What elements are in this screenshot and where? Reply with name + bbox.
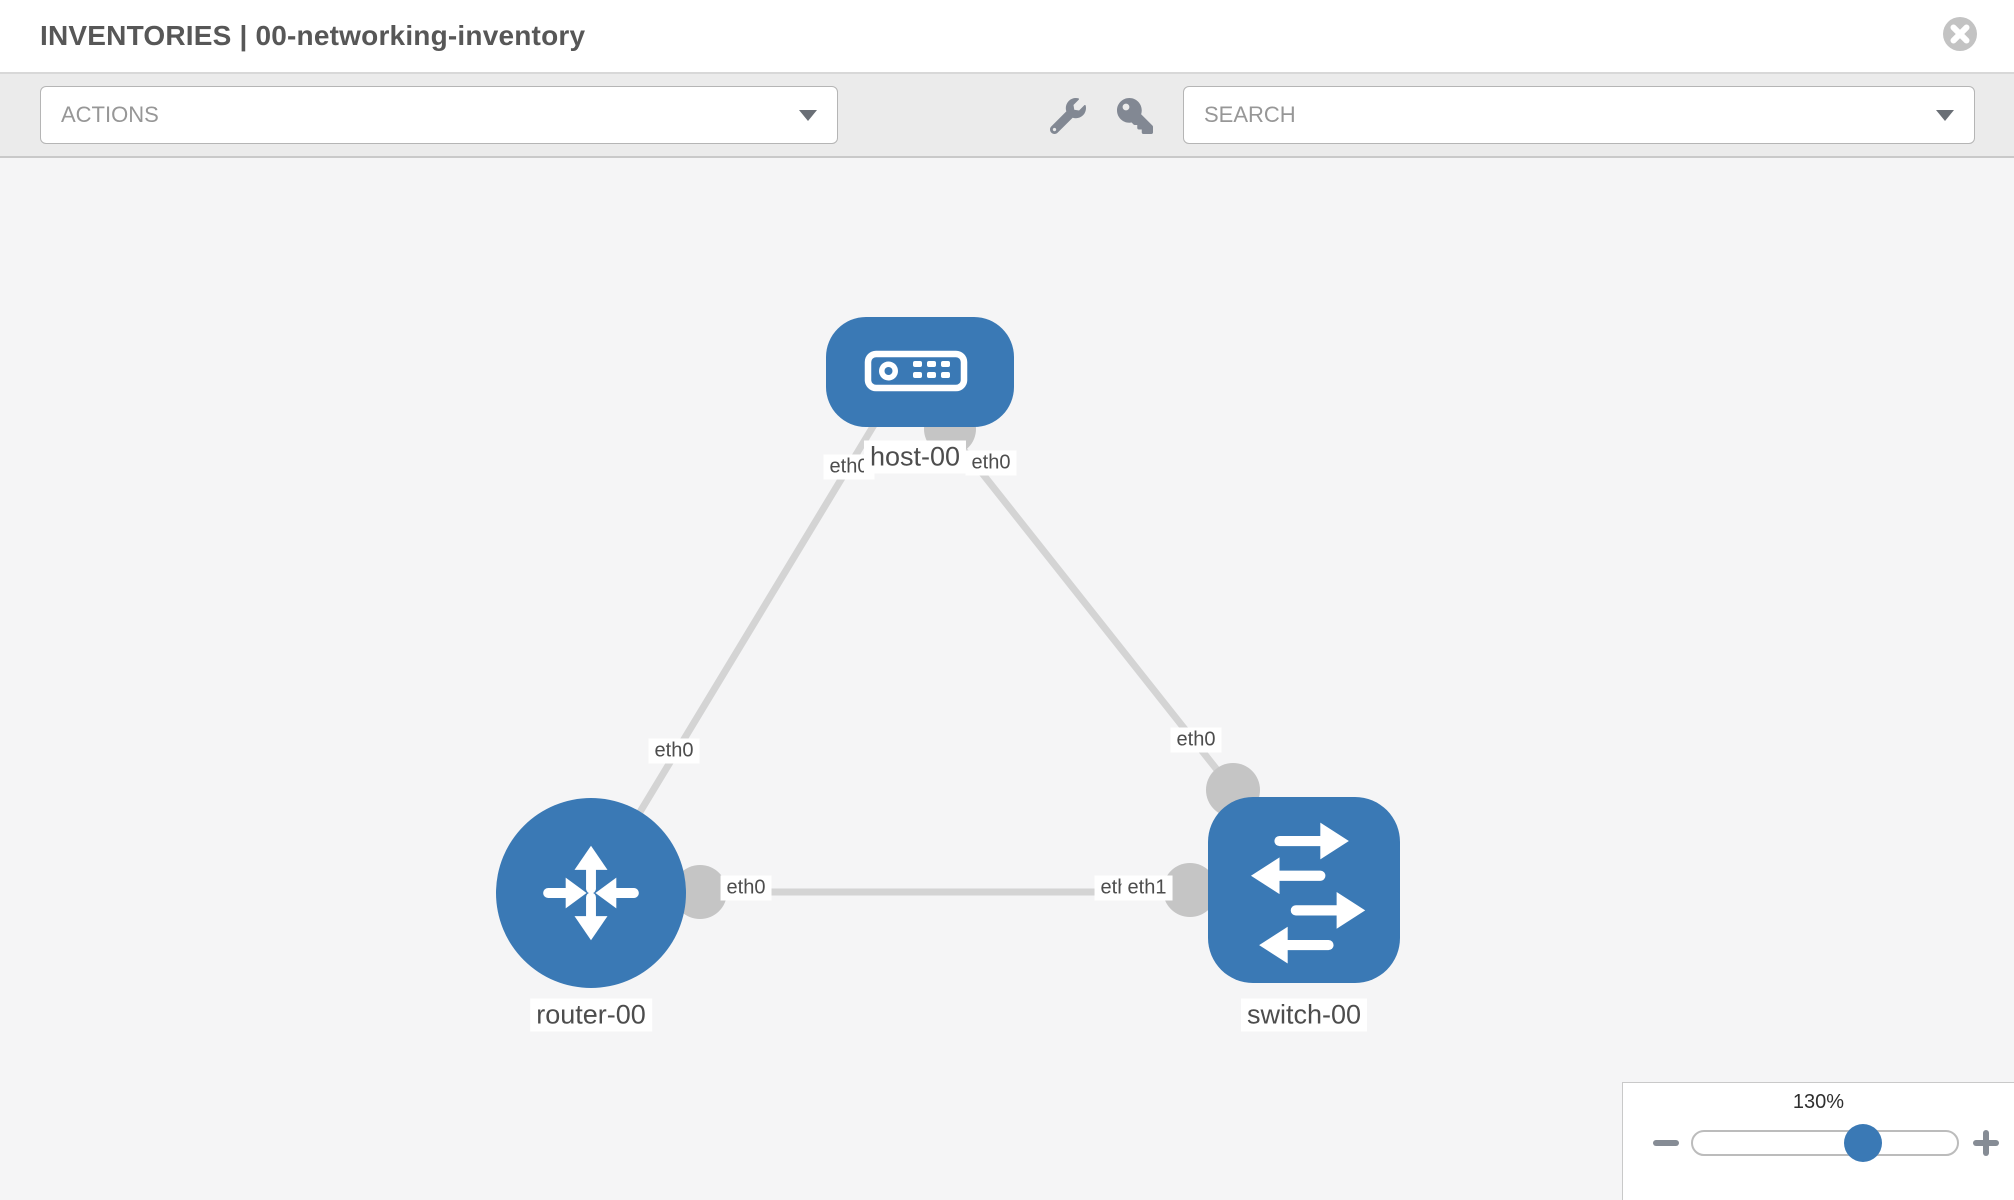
- topology-graph: [496, 317, 1400, 988]
- interface-label-router-right: eth0: [720, 875, 772, 901]
- switch-node-label[interactable]: switch-00: [1240, 998, 1368, 1032]
- router-node[interactable]: [496, 798, 686, 988]
- interface-label-switch-left: eth1: [1121, 875, 1173, 901]
- switch-arrows-icon: [1250, 822, 1366, 964]
- search-dropdown[interactable]: SEARCH: [1183, 86, 1975, 144]
- header: INVENTORIES | 00-networking-inventory: [0, 0, 2014, 74]
- actions-dropdown[interactable]: ACTIONS: [40, 86, 838, 144]
- zoom-out-button[interactable]: [1652, 1127, 1680, 1157]
- zoom-in-button[interactable]: [1972, 1127, 2000, 1157]
- interface-label-switch-top: eth0: [1170, 727, 1222, 753]
- host-icon: [864, 350, 968, 392]
- plus-icon-vbar: [1983, 1130, 1989, 1156]
- actions-dropdown-label: ACTIONS: [61, 102, 159, 127]
- minus-icon: [1653, 1140, 1679, 1146]
- interface-connector[interactable]: [1163, 863, 1217, 917]
- toolbar: ACTIONS SEARCH: [0, 74, 2014, 158]
- zoom-slider-thumb[interactable]: [1844, 1124, 1882, 1162]
- topology-canvas[interactable]: host-00 router-00 switch-00 eth0 eth0 et…: [0, 158, 2014, 1200]
- interface-label-host-right: eth0: [965, 450, 1017, 476]
- zoom-slider-track[interactable]: [1691, 1130, 1959, 1156]
- interface-connector[interactable]: [673, 865, 727, 919]
- search-dropdown-label: SEARCH: [1204, 102, 1296, 127]
- router-node-label[interactable]: router-00: [530, 998, 652, 1032]
- router-arrows-icon: [543, 845, 639, 941]
- key-button[interactable]: [1117, 98, 1153, 134]
- interface-label-router-top: eth0: [648, 738, 700, 764]
- chevron-down-icon: [1936, 109, 1954, 121]
- host-node-label[interactable]: host-00: [863, 440, 967, 474]
- zoom-panel: 130%: [1622, 1082, 2014, 1200]
- zoom-level-text: 130%: [1792, 1091, 1845, 1113]
- key-icon: [1117, 98, 1153, 134]
- host-node[interactable]: [826, 317, 1014, 427]
- page-title: INVENTORIES | 00-networking-inventory: [40, 20, 586, 51]
- close-button[interactable]: [1942, 16, 1978, 52]
- x-circle-icon: [1943, 17, 1977, 51]
- chevron-down-icon: [799, 109, 817, 121]
- switch-node[interactable]: [1208, 797, 1400, 983]
- wrench-button[interactable]: [1049, 98, 1086, 135]
- wrench-icon: [1049, 98, 1086, 135]
